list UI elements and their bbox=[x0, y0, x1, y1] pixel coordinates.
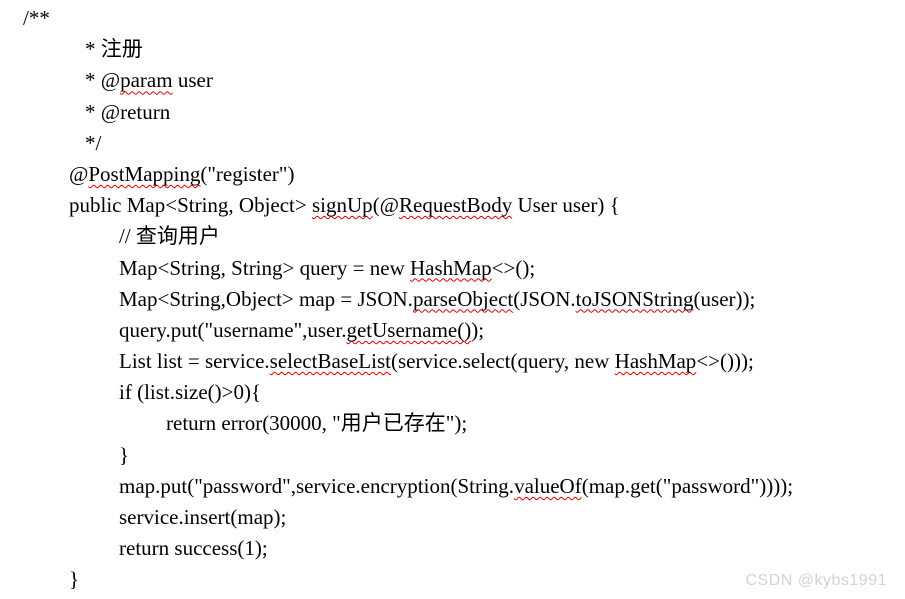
code-text: User user) { bbox=[512, 193, 620, 218]
code-line: Map<String,Object> map = JSON.parseObjec… bbox=[0, 284, 905, 315]
code-line: Map<String, String> query = new HashMap<… bbox=[0, 253, 905, 284]
misspelled-word: parseObject bbox=[412, 286, 514, 311]
code-text: (JSON. bbox=[513, 286, 576, 311]
code-text: <>())); bbox=[696, 349, 754, 374]
code-text: Map<String, String> query = new bbox=[119, 255, 411, 280]
misspelled-word: HashMap bbox=[410, 255, 492, 280]
code-text: * @ bbox=[85, 68, 121, 93]
code-line: * @param user bbox=[0, 65, 905, 96]
code-line: // 查询用户 bbox=[0, 221, 905, 252]
code-line: return success(1); bbox=[0, 533, 905, 564]
code-text: } bbox=[119, 442, 130, 467]
misspelled-word: selectBaseList bbox=[269, 349, 391, 374]
misspelled-word: getUsername() bbox=[346, 317, 472, 342]
code-line: return error(30000, "用户已存在"); bbox=[0, 408, 905, 439]
code-text: query.put("username",user. bbox=[119, 317, 347, 342]
code-text: user bbox=[172, 68, 213, 93]
misspelled-word: HashMap bbox=[614, 349, 697, 374]
code-text: service.insert(map); bbox=[119, 505, 287, 529]
code-text: } bbox=[69, 567, 80, 592]
code-line: /** bbox=[0, 3, 905, 34]
misspelled-word: PostMapping bbox=[88, 161, 201, 186]
code-text: * @return bbox=[85, 99, 171, 124]
code-line: * 注册 bbox=[0, 34, 905, 65]
misspelled-word: toJSONString bbox=[575, 286, 694, 311]
misspelled-word: valueOf bbox=[514, 473, 582, 498]
code-text: // 查询用户 bbox=[119, 224, 220, 249]
code-line: List list = service.selectBaseList(servi… bbox=[0, 346, 905, 377]
code-text: List list = service. bbox=[119, 349, 270, 374]
code-text: * 注册 bbox=[85, 37, 143, 62]
csdn-watermark: CSDN @kybs1991 bbox=[745, 572, 887, 589]
code-line: map.put("password",service.encryption(St… bbox=[0, 471, 905, 502]
code-line: * @return bbox=[0, 97, 905, 128]
code-text: @ bbox=[69, 161, 89, 186]
code-text: /** bbox=[23, 6, 50, 30]
code-line: query.put("username",user.getUsername())… bbox=[0, 315, 905, 346]
code-text: (@ bbox=[372, 193, 400, 218]
code-line: */ bbox=[0, 128, 905, 159]
code-text: Map<String,Object> map = JSON. bbox=[119, 286, 413, 311]
code-line: @PostMapping("register") bbox=[0, 159, 905, 190]
code-text: <>(); bbox=[491, 255, 536, 280]
code-line: if (list.size()>0){ bbox=[0, 377, 905, 408]
code-text: return error(30000, "用户已存在"); bbox=[166, 411, 468, 436]
misspelled-word: RequestBody bbox=[399, 193, 513, 218]
code-text: ); bbox=[471, 317, 485, 342]
misspelled-word: param bbox=[120, 68, 173, 93]
code-text: public Map<String, Object> bbox=[69, 193, 312, 218]
code-text: if (list.size()>0){ bbox=[119, 380, 262, 405]
code-text: map.put("password",service.encryption(St… bbox=[119, 473, 515, 498]
code-line: } bbox=[0, 564, 905, 595]
code-text: */ bbox=[85, 130, 102, 155]
code-line: public Map<String, Object> signUp(@Reque… bbox=[0, 190, 905, 221]
code-text: return success(1); bbox=[119, 536, 268, 561]
code-text: ("register") bbox=[200, 161, 295, 186]
code-line: service.insert(map); bbox=[0, 502, 905, 533]
misspelled-word: signUp bbox=[312, 193, 373, 218]
code-text: (user)); bbox=[693, 286, 756, 311]
code-text: (service.select(query, new bbox=[390, 349, 615, 374]
code-line: } bbox=[0, 440, 905, 471]
code-text: (map.get("password")))); bbox=[581, 473, 794, 498]
